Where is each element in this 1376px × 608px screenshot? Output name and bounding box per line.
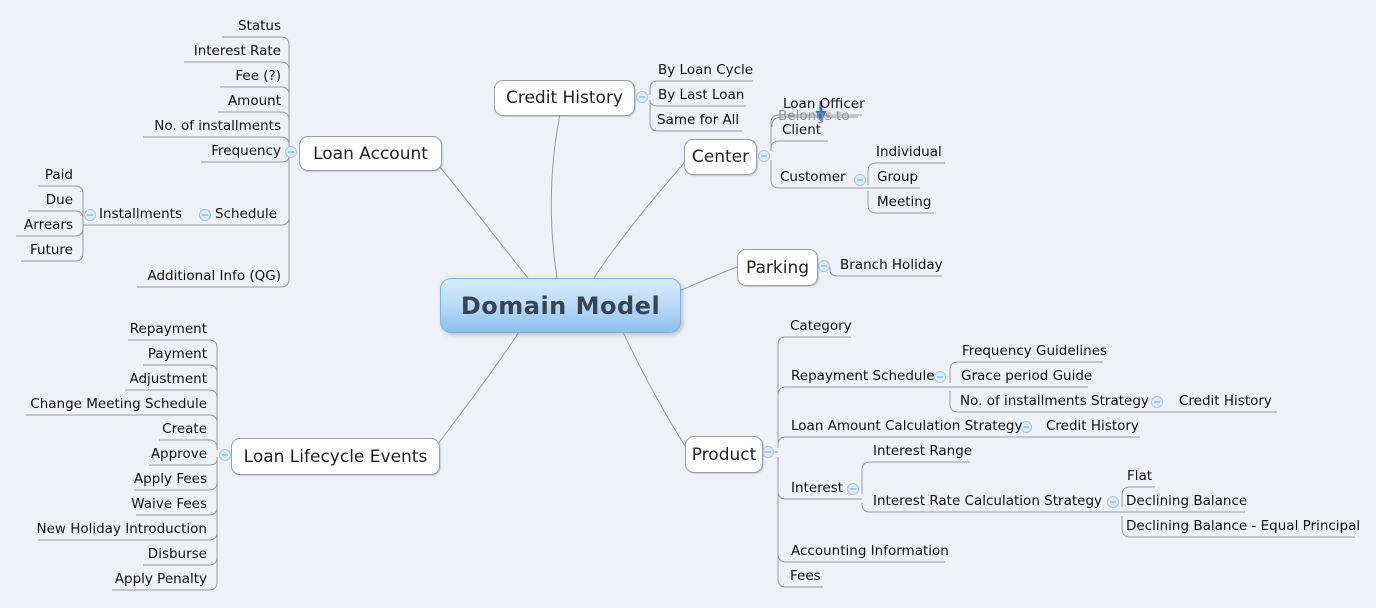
node-waive-fees[interactable]: Waive Fees [131, 496, 207, 512]
node-root-domain-model[interactable]: Domain Model [440, 278, 681, 333]
fold-icon-interest-rate-calc[interactable] [1107, 496, 1119, 508]
node-loan-account[interactable]: Loan Account [299, 136, 442, 171]
node-branch-holiday[interactable]: Branch Holiday [840, 257, 943, 273]
node-repayment[interactable]: Repayment [129, 321, 207, 337]
node-approve[interactable]: Approve [150, 446, 207, 462]
node-new-holiday-introduction[interactable]: New Holiday Introduction [36, 521, 207, 537]
node-fees[interactable]: Fees [790, 568, 821, 584]
node-category[interactable]: Category [790, 318, 852, 334]
edge-credit-history-children [649, 80, 753, 132]
fold-icons [84, 91, 1163, 508]
node-individual[interactable]: Individual [876, 144, 942, 160]
node-credit-history[interactable]: Credit History [494, 80, 635, 116]
node-parking[interactable]: Parking [737, 249, 818, 286]
edge-repayment-schedule-children [948, 361, 1277, 413]
node-interest-rate-calc-strategy[interactable]: Interest Rate Calculation Strategy [873, 493, 1103, 509]
edge-interest-children [861, 461, 1122, 513]
node-product[interactable]: Product [685, 436, 763, 473]
node-fee[interactable]: Fee (?) [235, 68, 281, 84]
node-disburse[interactable]: Disburse [147, 546, 207, 562]
edge-ircs-children [1120, 486, 1355, 538]
node-meeting[interactable]: Meeting [877, 194, 932, 210]
node-interest-range[interactable]: Interest Range [873, 443, 973, 459]
node-client[interactable]: Client [782, 122, 822, 138]
node-by-last-loan[interactable]: By Last Loan [658, 87, 745, 103]
node-adjustment[interactable]: Adjustment [129, 371, 207, 387]
edge-lifecycle-children [26, 339, 218, 591]
node-loan-amount-calc-strategy[interactable]: Loan Amount Calculation Strategy [791, 418, 1023, 434]
node-loan-lifecycle-events[interactable]: Loan Lifecycle Events [231, 438, 440, 475]
node-create[interactable]: Create [162, 421, 207, 437]
node-frequency[interactable]: Frequency [211, 143, 281, 159]
link-arrowhead-icon [815, 111, 827, 122]
fold-icon-repayment-schedule[interactable] [934, 371, 946, 383]
edge-loan-account-children [83, 36, 290, 288]
node-change-meeting-schedule[interactable]: Change Meeting Schedule [30, 396, 207, 412]
node-customer[interactable]: Customer [780, 169, 846, 185]
node-declining-balance[interactable]: Declining Balance [1126, 493, 1248, 509]
node-additional-info[interactable]: Additional Info (QG) [147, 268, 281, 284]
edge-installments-children [16, 185, 84, 262]
node-same-for-all[interactable]: Same for All [657, 112, 740, 128]
fold-icon-center[interactable] [758, 150, 770, 162]
node-credit-history-b[interactable]: Credit History [1046, 418, 1139, 434]
link-label-belongs-to: Belongs to [778, 108, 850, 124]
node-installments[interactable]: Installments [99, 206, 182, 222]
node-schedule[interactable]: Schedule [215, 206, 278, 222]
fold-icon-customer[interactable] [854, 174, 866, 186]
node-repayment-schedule[interactable]: Repayment Schedule [791, 368, 935, 384]
fold-icon-product[interactable] [762, 446, 774, 458]
node-declining-balance-equal-principal[interactable]: Declining Balance - Equal Principal [1126, 518, 1361, 534]
fold-icon-loan-account[interactable] [285, 146, 297, 158]
fold-icon-credit-history[interactable] [636, 91, 648, 103]
fold-icon-parking[interactable] [818, 260, 830, 272]
node-frequency-guidelines[interactable]: Frequency Guidelines [962, 343, 1108, 359]
node-interest-rate[interactable]: Interest Rate [193, 43, 281, 59]
node-flat[interactable]: Flat [1127, 468, 1153, 484]
link-belongs-to-line [771, 116, 858, 128]
node-status[interactable]: Status [237, 18, 281, 34]
node-group[interactable]: Group [877, 169, 919, 185]
node-no-of-installments[interactable]: No. of installments [154, 118, 281, 134]
node-apply-penalty[interactable]: Apply Penalty [114, 571, 207, 587]
node-payment[interactable]: Payment [147, 346, 207, 362]
fold-icon-installments-strategy[interactable] [1151, 396, 1163, 408]
fold-icon-loan-amount-calc[interactable] [1020, 421, 1032, 433]
fold-icon-schedule[interactable] [199, 209, 211, 221]
node-future[interactable]: Future [30, 242, 73, 258]
fold-icon-interest[interactable] [847, 483, 859, 495]
node-credit-history-a[interactable]: Credit History [1179, 393, 1272, 409]
edge-parking-child [829, 267, 942, 277]
node-arrears[interactable]: Arrears [24, 217, 73, 233]
node-amount[interactable]: Amount [227, 93, 281, 109]
node-apply-fees[interactable]: Apply Fees [133, 471, 207, 487]
node-grace-period-guide[interactable]: Grace period Guide [961, 368, 1093, 384]
node-no-of-installments-strategy[interactable]: No. of installments Strategy [960, 393, 1149, 409]
node-paid[interactable]: Paid [44, 167, 73, 183]
edge-root-branches [437, 113, 738, 447]
edge-customer-children [866, 162, 945, 214]
fold-icon-lifecycle[interactable] [219, 449, 231, 461]
node-due[interactable]: Due [45, 192, 73, 208]
node-interest[interactable]: Interest [791, 480, 844, 496]
edge-product-children [772, 336, 1140, 588]
node-by-loan-cycle[interactable]: By Loan Cycle [658, 62, 754, 78]
node-loan-officer[interactable]: Loan Officer [783, 96, 865, 112]
fold-icon-installments[interactable] [84, 209, 96, 221]
edge-center-children [770, 114, 868, 189]
node-center[interactable]: Center [684, 139, 757, 175]
node-accounting-information[interactable]: Accounting Information [791, 543, 949, 559]
